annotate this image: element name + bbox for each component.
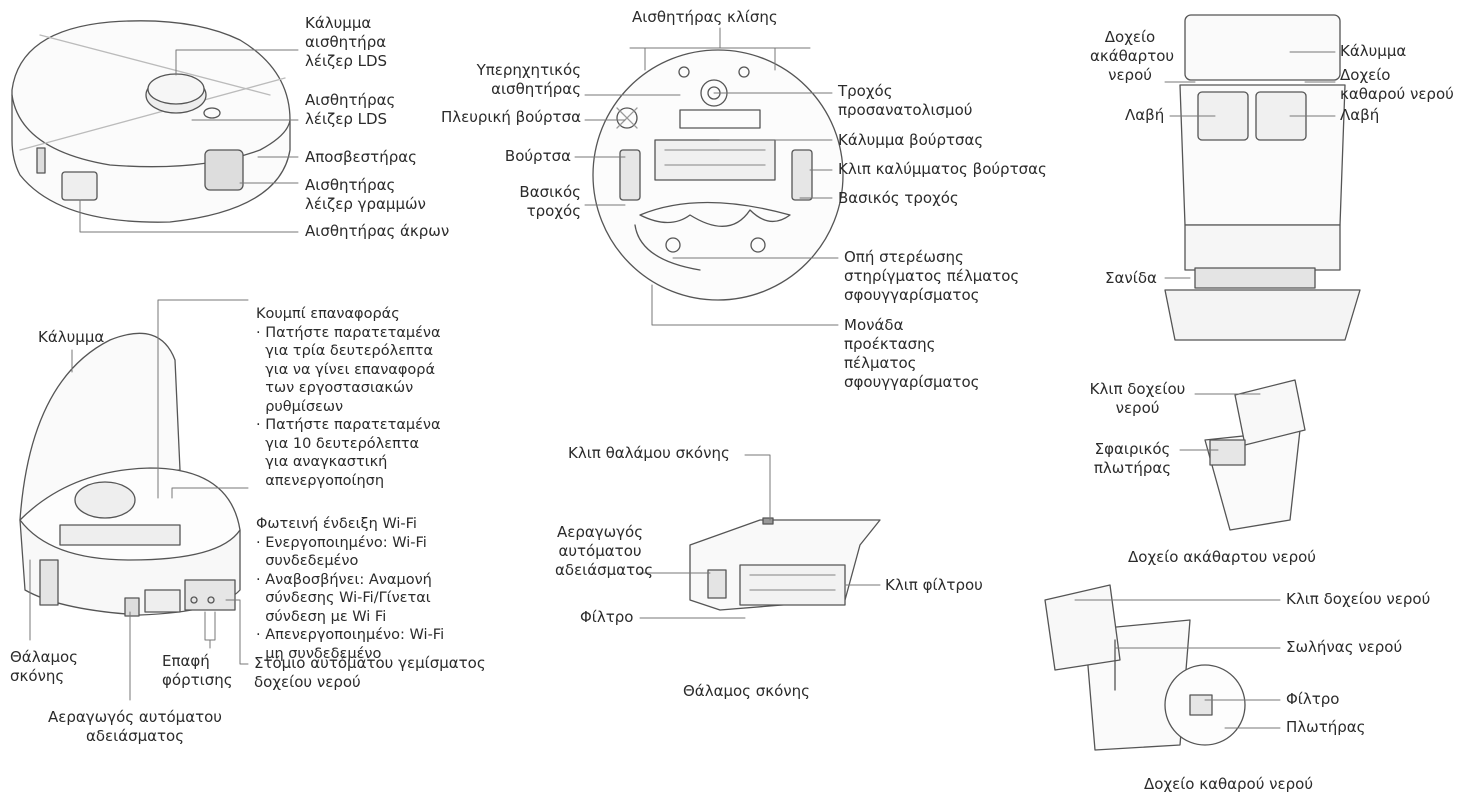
brush-label: Βούρτσα (504, 147, 571, 165)
robot-bottom-illustration (592, 49, 844, 301)
dust-chamber-illustration (689, 517, 881, 611)
bumper-label: Αποσβεστήρας (305, 148, 417, 166)
brush-cover-label: Κάλυμμα βούρτσας (838, 131, 984, 149)
robot-top-illustration (11, 20, 291, 223)
dust-chamber-caption: Θάλαμος σκόνης (683, 682, 810, 700)
leader-lines (29, 27, 1336, 729)
clean-tank-illustration (1044, 584, 1246, 751)
cliff-sensor-label: Αισθητήρας κλίσης (632, 8, 778, 26)
main-wheel-right-label: Βασικός τροχός (838, 189, 959, 207)
dust-chamber-clip-label: Κλιπ θαλάμου σκόνης (568, 444, 730, 462)
station-illustration (1164, 14, 1361, 341)
side-brush-label: Πλευρική βούρτσα (440, 108, 581, 126)
station-cover-label: Κάλυμμα (1340, 42, 1407, 60)
filter-clip-label: Κλιπ φίλτρου (885, 576, 983, 594)
clean-tank-filter-label: Φίλτρο (1286, 690, 1340, 708)
robot-cover-label: Κάλυμμα (38, 328, 105, 346)
clean-tank-clip-label: Κλιπ δοχείου νερού (1286, 590, 1431, 608)
wifi-indicator-label: Φωτεινή ένδειξη Wi-Fi· Ενεργοποιημένο: W… (256, 516, 445, 662)
reset-button-label: Κουμπί επαναφοράς· Πατήστε παρατεταμένα … (256, 306, 441, 489)
water-pipe-label: Σωλήνας νερού (1286, 638, 1403, 656)
brush-cover-clip-label: Κλιπ καλύμματος βούρτσας (838, 160, 1047, 178)
dirty-tank-caption: Δοχείο ακάθαρτου νερού (1128, 548, 1316, 566)
dirty-tank-illustration (1204, 379, 1306, 531)
clean-tank-float-label: Πλωτήρας (1286, 718, 1366, 736)
ramp-label: Σανίδα (1105, 269, 1157, 287)
clean-tank-caption: Δοχείο καθαρού νερού (1144, 775, 1314, 793)
edge-sensor-label: Αισθητήρας άκρων (305, 222, 450, 240)
robot-open-illustration (19, 332, 241, 617)
handle-right-label: Λαβή (1340, 106, 1380, 124)
handle-left-label: Λαβή (1125, 106, 1165, 124)
dust-chamber-filter-label: Φίλτρο (580, 608, 634, 626)
